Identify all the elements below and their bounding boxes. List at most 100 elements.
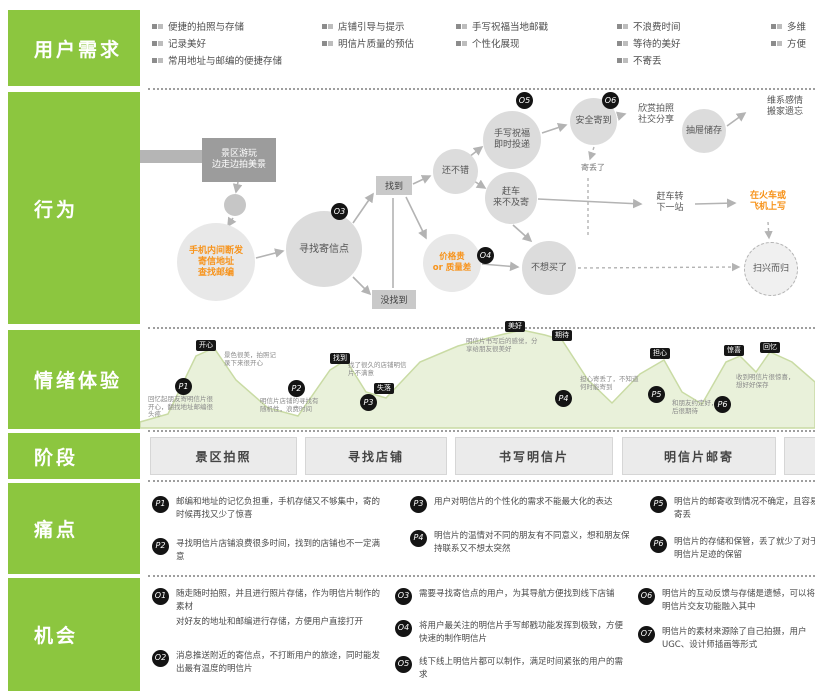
node-text: 查找邮编: [197, 267, 234, 278]
need-text: 店铺引导与提示: [338, 22, 405, 33]
row-label-opportunity: 机会: [8, 578, 140, 691]
opportunity-badge-o3: O3: [331, 203, 348, 220]
need-item: 不寄丢: [617, 56, 662, 67]
node-text: 飞机上写: [749, 202, 786, 212]
need-item: 店铺引导与提示: [322, 22, 405, 33]
pain-badge-icon: P2: [152, 538, 169, 555]
node-move-forget: 维系感情 搬家遗忘: [750, 96, 815, 118]
node-text: 维系感情: [766, 96, 803, 106]
node-text: 即时投递: [493, 140, 530, 150]
square-bullet-icon: [456, 41, 467, 46]
node-not-found: 没找到: [372, 290, 416, 309]
node-text: 不想买了: [530, 262, 567, 273]
emotion-tag: 开心: [196, 340, 216, 351]
emotion-tag: 找到: [330, 353, 350, 364]
square-bullet-icon: [456, 24, 467, 29]
node-text: 手写祝福: [493, 129, 530, 139]
need-item: 多维: [771, 22, 806, 33]
stage-mail: 明信片邮寄: [622, 437, 776, 475]
pain-badge-p2: P2: [288, 380, 305, 397]
node-text: 欣赏拍照: [637, 104, 674, 114]
node-scenic-play: 景区游玩 边走边拍美景: [202, 138, 276, 182]
need-item: 不浪费时间: [617, 22, 681, 33]
square-bullet-icon: [322, 41, 333, 46]
node-text: 边走边拍美景: [211, 160, 266, 170]
row-label-behavior: 行为: [8, 92, 140, 324]
square-bullet-icon: [617, 24, 628, 29]
opportunity-badge-o4: O4: [477, 247, 494, 264]
node-disappointed: 扫兴而归: [744, 242, 798, 296]
pain-text: 明信片的存储和保管，丢了就少了对于明信片足迹的保留: [674, 537, 815, 560]
node-text: 抽屉储存: [685, 125, 722, 136]
stage-text: 书写明信片: [498, 449, 569, 464]
emotion-note: 和朋友约定好，寄出后很期待: [672, 399, 731, 415]
need-text: 便捷的拍照与存储: [168, 22, 245, 33]
emotion-tag: 回忆: [760, 342, 780, 353]
node-no-buy: 不想买了: [522, 241, 576, 295]
node-text: or 质量差: [432, 263, 472, 273]
node-text: 在火车或: [749, 191, 786, 201]
node-not-bad: 还不错: [433, 149, 478, 194]
opportunity-item: O5 线下线上明信片都可以制作，满足时间紧张的用户的需求: [395, 656, 629, 681]
pain-item: P4 明信片的温情对不同的朋友有不同意义，想和朋友保持联系又不想太突然: [410, 530, 634, 555]
pain-item: P5 明信片的邮寄收到情况不确定，且容易寄丢: [650, 496, 815, 521]
opportunity-badge-icon: O2: [152, 650, 169, 667]
emotion-tag: 担心: [650, 348, 670, 359]
emotion-note: 回忆起朋友寄明信片很开心，翻找地址邮编很头疼: [148, 395, 213, 418]
row-label-stage: 阶段: [8, 433, 140, 479]
need-item: 手写祝福当地邮戳: [456, 22, 548, 33]
emotion-tag: 失落: [374, 383, 394, 394]
pain-item: P3 用户对明信片的个性化的需求不能最大化的表达: [410, 496, 634, 513]
node-text: 扫兴而归: [752, 263, 789, 274]
node-share: 欣赏拍照 社交分享: [627, 104, 685, 126]
phone-icon: [224, 194, 246, 216]
square-bullet-icon: [152, 41, 163, 46]
need-text: 方便: [787, 39, 807, 50]
pain-badge-icon: P6: [650, 536, 667, 553]
node-find-postpoint: 寻找寄信点: [286, 211, 362, 287]
pain-text: 明信片的温情对不同的朋友有不同意义，想和朋友保持联系又不想太突然: [434, 531, 630, 554]
need-text: 多维: [787, 22, 807, 33]
opportunity-badge-icon: O4: [395, 620, 412, 637]
stage-text: 景区拍照: [195, 449, 252, 464]
separator: [148, 88, 815, 90]
node-transfer: 赶车转 下一站: [646, 192, 694, 214]
need-text: 手写祝福当地邮戳: [472, 22, 549, 33]
need-item: 明信片质量的预估: [322, 39, 414, 50]
flow-start-bar: [140, 150, 204, 163]
node-text: 没找到: [380, 296, 408, 306]
emotion-tag: 期待: [552, 330, 572, 341]
node-text: 价格贵: [439, 252, 465, 262]
emotion-tag: 美好: [505, 321, 525, 332]
pain-badge-icon: P5: [650, 496, 667, 513]
pain-item: P6 明信片的存储和保管，丢了就少了对于明信片足迹的保留: [650, 536, 815, 561]
opportunity-text: 消息推送附近的寄信点，不打断用户的旅途，同时能发出最有温度的明信片: [176, 651, 381, 674]
opportunity-badge-icon: O1: [152, 588, 169, 605]
opportunity-item: O7 明信片的素材来源除了自己拍摄，用户UGC、设计师插画等形式: [638, 626, 815, 651]
node-lost: 寄丢了: [575, 162, 611, 173]
node-text: 寄信地址: [197, 256, 234, 267]
node-rush-no-time: 赶车 来不及寄: [485, 172, 537, 224]
emotion-note: 明信片书写后的感觉，分享给朋友很美好: [466, 337, 538, 353]
node-drawer-store: 抽屉储存: [682, 109, 726, 153]
node-find-address: 手机内间断发 寄信地址 查找邮编: [177, 223, 255, 301]
square-bullet-icon: [322, 24, 333, 29]
square-bullet-icon: [771, 41, 782, 46]
stage-write: 书写明信片: [455, 437, 613, 475]
opportunity-text: 对好友的地址和邮编进行存储，方便用户直接打开: [176, 617, 364, 627]
row-label-needs: 用户需求: [8, 10, 140, 86]
pain-badge-icon: P3: [410, 496, 427, 513]
node-price-quality: 价格贵 or 质量差: [423, 234, 481, 292]
square-bullet-icon: [617, 41, 628, 46]
need-text: 不寄丢: [633, 56, 662, 67]
node-handwrite: 手写祝福 即时投递: [483, 111, 541, 169]
square-bullet-icon: [152, 58, 163, 63]
need-text: 不浪费时间: [633, 22, 681, 33]
emotion-tag: 惊喜: [724, 345, 744, 356]
opportunity-item: O1 随走随时拍照，并且进行照片存储，作为明信片制作的素材: [152, 588, 381, 613]
opportunity-badge-icon: O7: [638, 626, 655, 643]
pain-text: 邮编和地址的记忆负担重，手机存储又不够集中，寄的时候再找又少了惊喜: [176, 497, 381, 520]
